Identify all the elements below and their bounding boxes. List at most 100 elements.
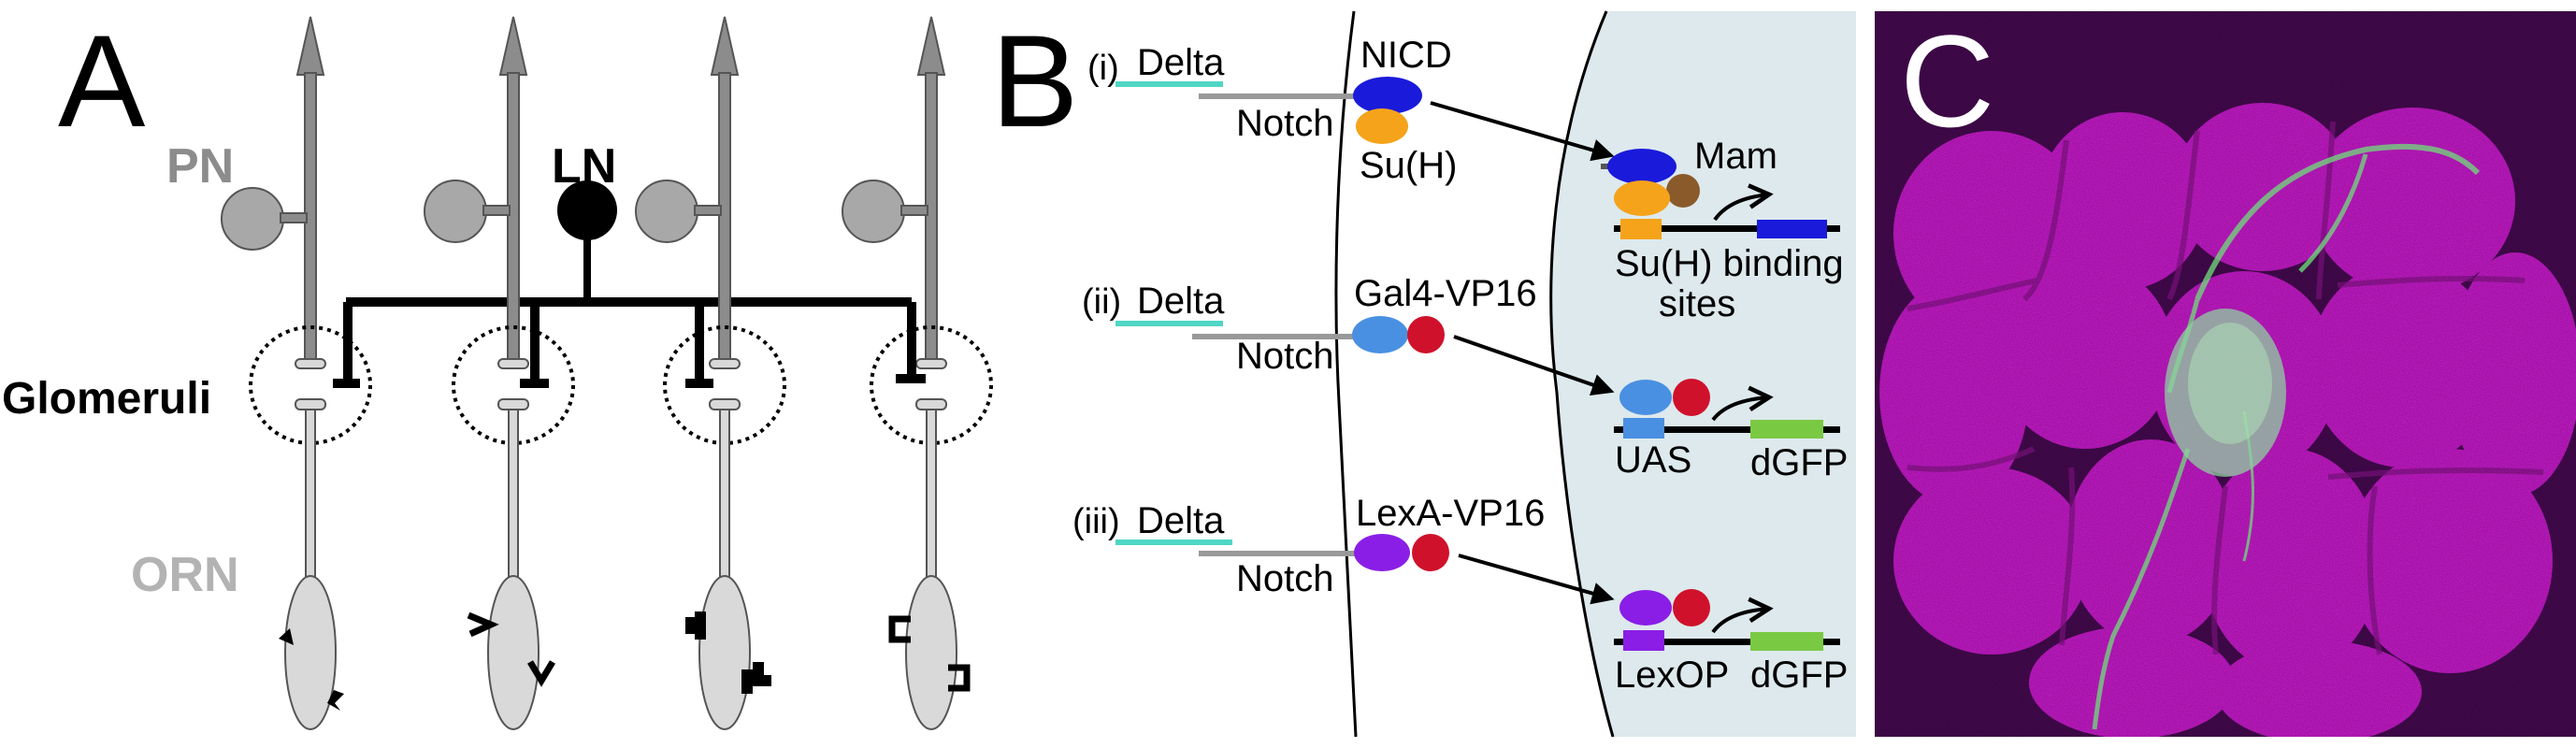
nicd-label: NICD (1360, 35, 1452, 76)
glomerulus-outline (452, 325, 575, 445)
orn-receptor-1 (279, 628, 294, 645)
glomeruli-label: Glomeruli (2, 374, 211, 424)
delta-ligand (1115, 321, 1223, 326)
suh-binding-sites (1620, 219, 1662, 239)
pn-soma (221, 187, 284, 251)
orn-receptor-2 (327, 690, 344, 711)
orn-terminal (497, 398, 529, 410)
pn-dendrite-branch (280, 212, 308, 223)
site-label-line-2: sites (1659, 283, 1735, 324)
vp16-nuclear (1673, 589, 1710, 626)
translocation-arrow (1453, 335, 1615, 396)
delta-ligand (1115, 81, 1223, 87)
mam (1666, 174, 1700, 208)
row-iii: (iii) Delta Notch LexA-VP16 LexOP dGFP (1072, 493, 1848, 696)
nucleus-region (1550, 11, 1856, 737)
notch-label: Notch (1236, 336, 1334, 377)
dna-strand (1614, 225, 1840, 232)
notch-receptor (1199, 551, 1358, 556)
nicd-nuclear (1607, 149, 1677, 184)
delta-label: Delta (1137, 280, 1225, 322)
orn-receptor-1 (467, 611, 499, 638)
orn-soma (905, 575, 957, 730)
orn-receptor-1 (685, 611, 706, 640)
gal4-domain (1352, 316, 1408, 353)
glomerulus-outline (663, 325, 786, 445)
pn-dendrite-branch (482, 205, 511, 216)
pn-terminal (709, 358, 741, 369)
site-label: LexOP (1615, 654, 1729, 696)
local-interneuron (346, 180, 912, 307)
lexa-domain (1354, 534, 1410, 571)
delta-label: Delta (1137, 42, 1225, 83)
notch-label: Notch (1236, 103, 1334, 144)
orn-axon (508, 409, 519, 597)
panel-c-letter: C (1900, 7, 1994, 154)
transcription-arrow (1711, 609, 1769, 634)
site-label: UAS (1615, 439, 1691, 481)
suh-label: Su(H) (1360, 145, 1457, 186)
orn-soma (698, 575, 751, 730)
orn-axon (926, 409, 937, 597)
pn-dendrite-branch (694, 205, 722, 216)
panel-a-letter: A (58, 7, 146, 154)
vp16-nuclear (1673, 379, 1710, 416)
uas-site (1623, 418, 1664, 439)
transcription-arrow (1713, 194, 1769, 222)
dna-strand (1614, 426, 1840, 433)
pn-axon-arrow (498, 16, 528, 76)
orn-axon (719, 409, 730, 597)
orn-label: ORN (131, 548, 239, 602)
reporter-label: dGFP (1750, 442, 1848, 483)
dgfp-gene (1750, 420, 1823, 439)
domain-label: LexA-VP16 (1356, 493, 1545, 534)
notch-receptor (1192, 334, 1360, 339)
delta-label: Delta (1137, 500, 1225, 541)
pn-axon-arrow (710, 16, 740, 76)
panel-b: B (i) Delta Notch NICD Su(H) Mam Su(H) b… (991, 7, 1856, 738)
delta-ligand (1115, 539, 1232, 545)
ln-soma (557, 180, 617, 240)
orn-receptor-2 (741, 662, 771, 694)
vp16-domain (1407, 316, 1445, 353)
glomerulus-unit-4 (842, 16, 993, 730)
row-ii: (ii) Delta Notch Gal4-VP16 UAS dGFP (1082, 273, 1848, 483)
row-numeral: (iii) (1072, 502, 1120, 541)
nicd (1353, 77, 1422, 114)
row-numeral: (ii) (1082, 282, 1121, 322)
reporter-gene (1757, 220, 1827, 238)
notch-label: Notch (1236, 558, 1334, 599)
mam-label: Mam (1694, 136, 1777, 177)
panel-a: A PN LN Glomeruli ORN (2, 7, 993, 730)
pn-axon-arrow (916, 16, 946, 76)
pn-terminal (915, 358, 947, 369)
suh (1356, 108, 1408, 144)
dgfp-gene (1750, 632, 1823, 651)
lexop-site (1623, 630, 1664, 651)
orn-receptor-2 (526, 660, 556, 687)
row-i: (i) Delta Notch NICD Su(H) Mam Su(H) bin… (1087, 35, 1844, 324)
translocation-arrow (1458, 554, 1615, 605)
pn-terminal (295, 358, 326, 369)
pn-axon (507, 72, 520, 364)
orn-soma (284, 575, 337, 730)
glomerulus-outline (870, 325, 993, 445)
pn-axon (718, 72, 731, 364)
orn-axon (305, 409, 316, 597)
suh-nuclear (1614, 180, 1670, 216)
glomerulus-unit-3 (635, 16, 786, 730)
orn-soma (487, 575, 540, 730)
glomerulus-unit-1 (221, 16, 372, 730)
reporter-label: dGFP (1750, 654, 1848, 696)
pn-soma (842, 180, 905, 243)
row-numeral: (i) (1087, 49, 1119, 88)
nuclear-envelope (1549, 10, 1615, 738)
lexa-nuclear (1619, 590, 1672, 626)
orn-receptor-1 (888, 615, 911, 643)
pn-soma (424, 180, 487, 243)
orn-terminal (295, 398, 326, 410)
labeled-neuron-soma-core (2188, 323, 2272, 444)
notch-receptor (1199, 94, 1358, 99)
panel-b-letter: B (991, 7, 1078, 154)
